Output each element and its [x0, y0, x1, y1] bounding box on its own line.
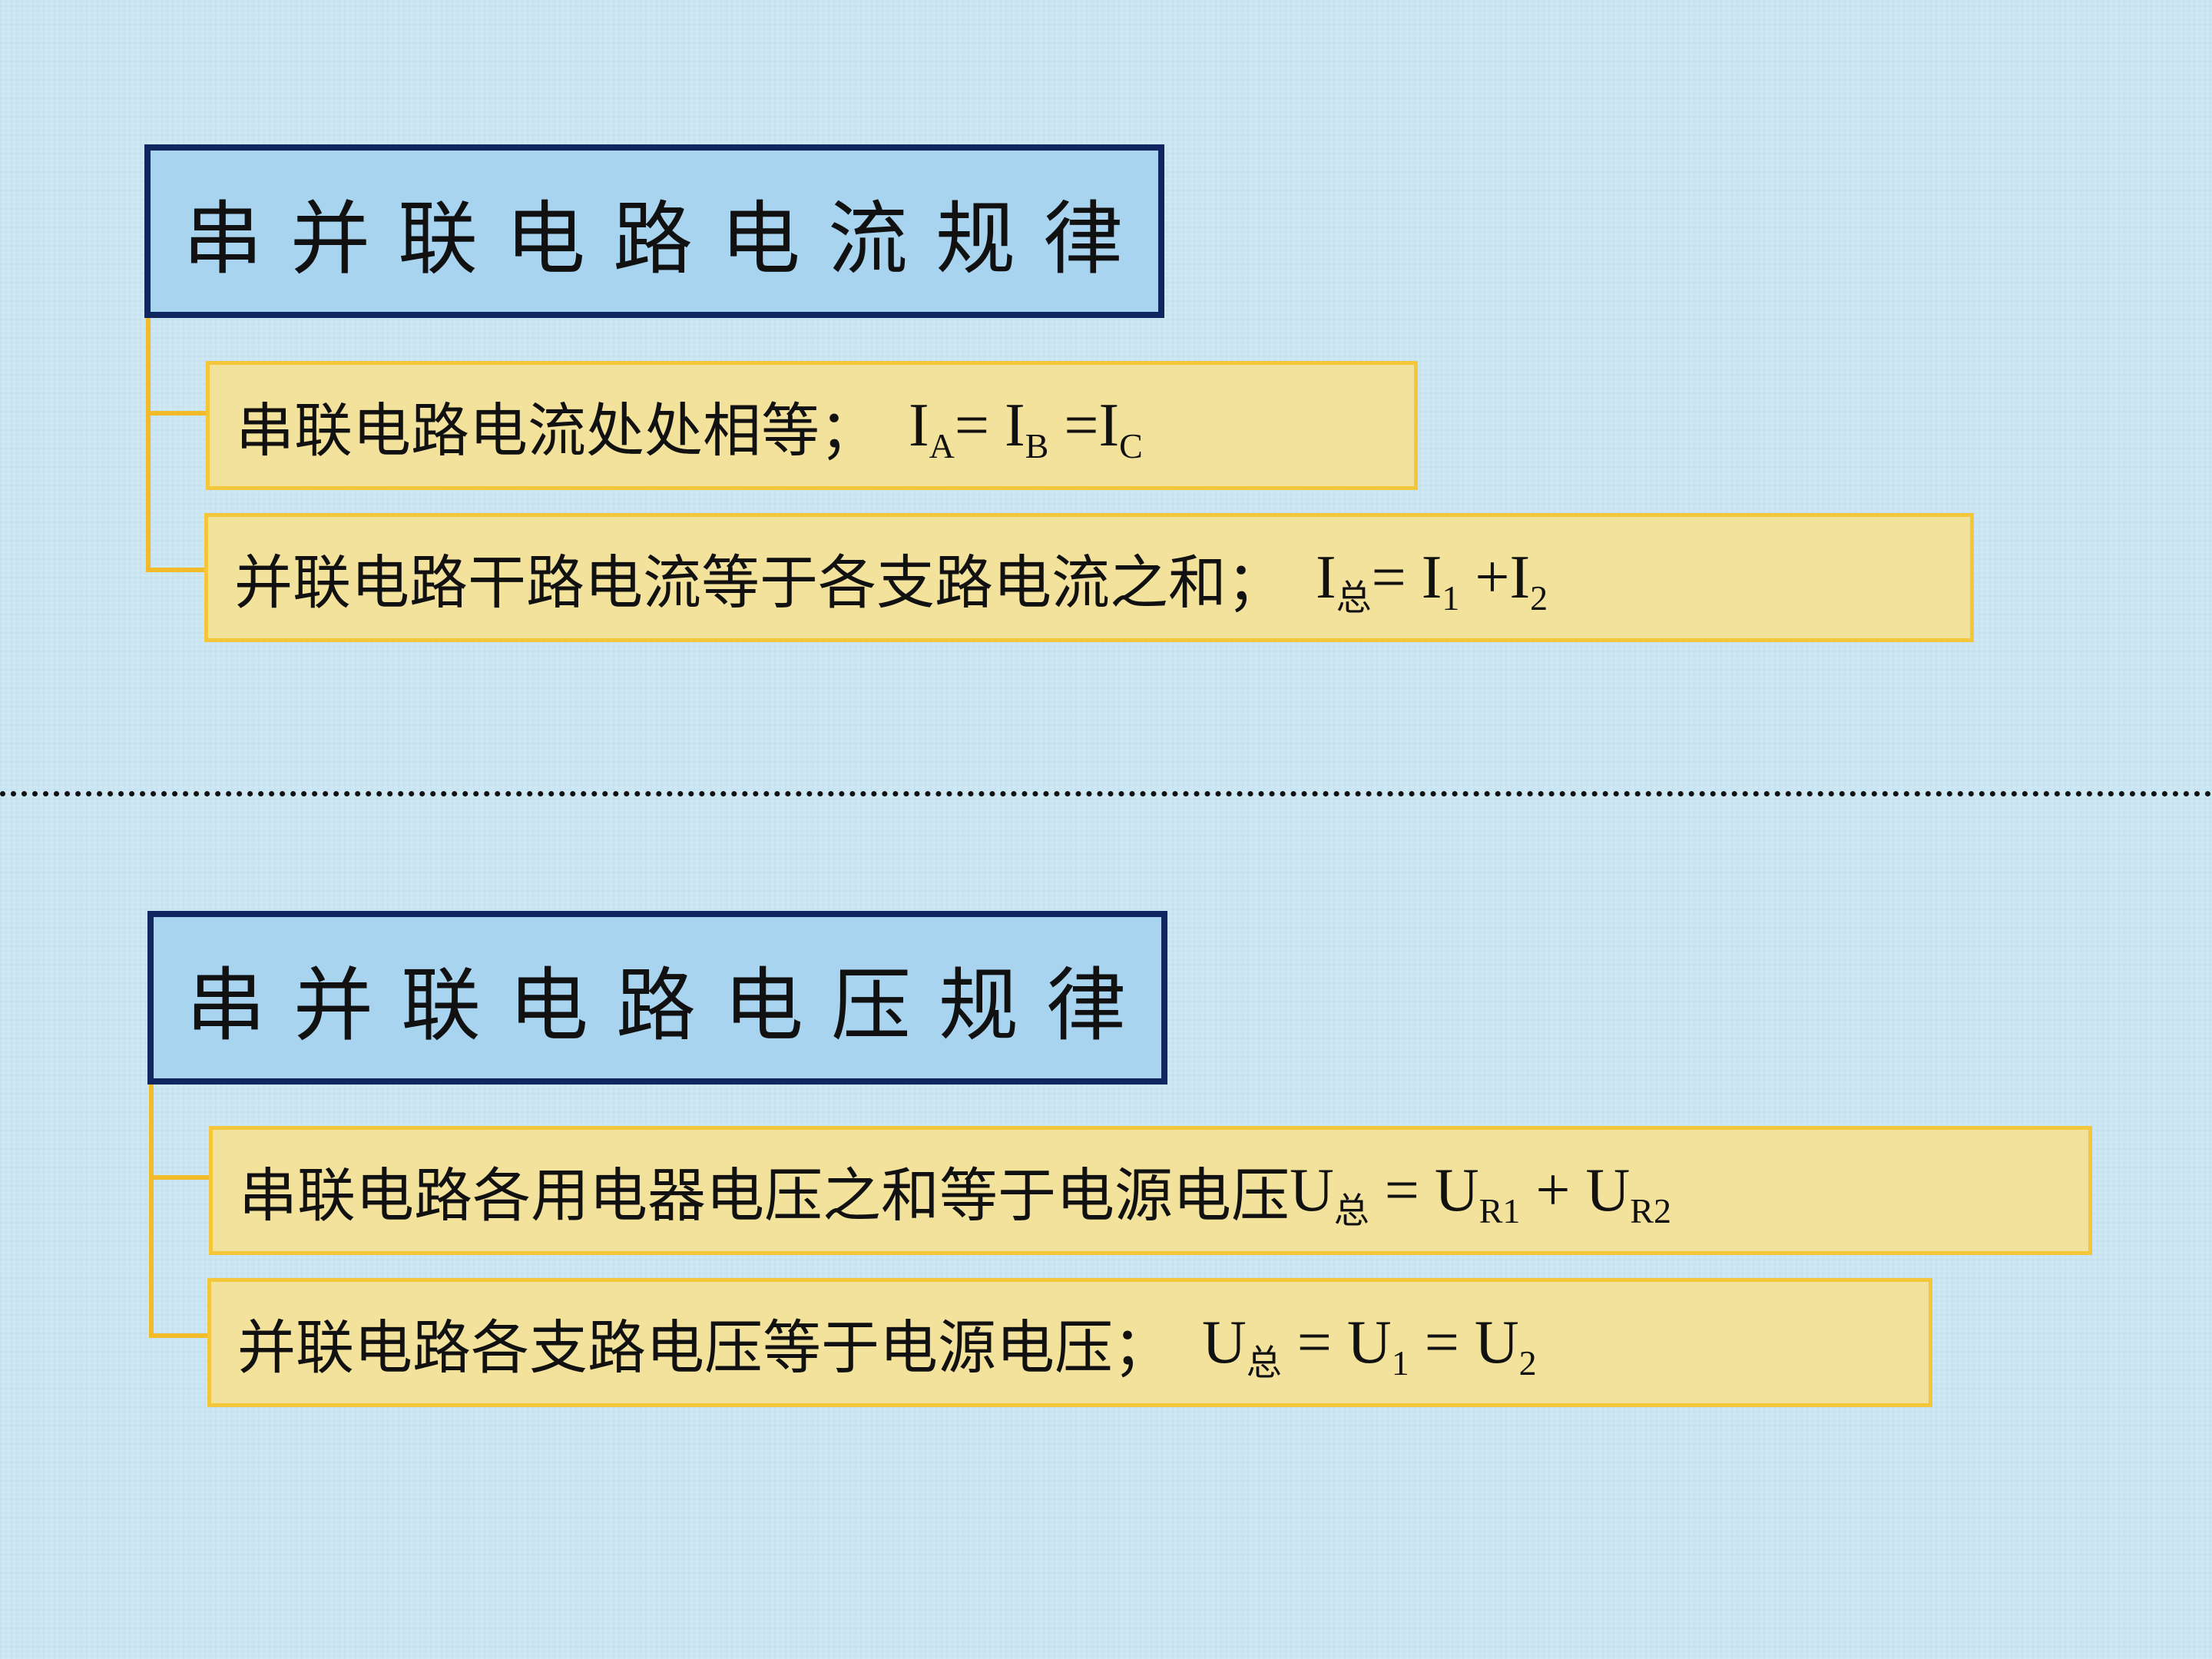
- formula-operator: =: [1371, 543, 1422, 611]
- current-section-title: 串并联电路电流规律: [144, 144, 1164, 318]
- voltage-parallel-rule: 并联电路各支路电压等于电源电压； U总 = U1 = U2: [207, 1278, 1932, 1407]
- voltage-title-text: 串并联电路电压规律: [186, 958, 1154, 1052]
- current-tree-connector: [146, 296, 207, 572]
- formula-subscript: 1: [1391, 1343, 1409, 1382]
- formula-subscript: R1: [1479, 1190, 1521, 1230]
- formula-symbol: I: [1316, 543, 1336, 611]
- formula-subscript: 总: [1336, 578, 1372, 618]
- voltage-series-text: 串联电路各用电器电压之和等于电源电压: [239, 1161, 1290, 1230]
- current-series-formula: IA= IB =IC: [909, 391, 1143, 464]
- formula-subscript: 总: [1246, 1343, 1282, 1382]
- voltage-parallel-formula: U总 = U1 = U2: [1202, 1308, 1537, 1381]
- section-divider: [0, 791, 2212, 796]
- formula-operator: +: [1520, 1156, 1586, 1224]
- formula-operator: =: [1281, 1308, 1347, 1376]
- current-parallel-text: 并联电路干路电流等于各支路电流之和；: [234, 548, 1285, 617]
- voltage-parallel-text: 并联电路各支路电压等于电源电压；: [237, 1313, 1171, 1382]
- formula-symbol: U: [1290, 1156, 1334, 1224]
- formula-subscript: C: [1119, 426, 1143, 465]
- formula-operator: +: [1459, 543, 1510, 611]
- formula-symbol: I: [1421, 543, 1442, 611]
- formula-subscript: 总: [1333, 1190, 1369, 1230]
- formula-symbol: I: [909, 391, 929, 459]
- voltage-series-formula: U总 = UR1 + UR2: [1290, 1156, 1671, 1229]
- formula-operator: =: [1409, 1308, 1475, 1376]
- formula-symbol: U: [1346, 1308, 1392, 1376]
- formula-symbol: I: [1098, 391, 1120, 459]
- formula-symbol: U: [1474, 1308, 1519, 1376]
- formula-operator: =: [954, 391, 1005, 459]
- current-parallel-rule: 并联电路干路电流等于各支路电流之和； I总= I1 +I2: [204, 513, 1974, 642]
- current-series-text: 串联电路电流处处相等；: [236, 396, 878, 465]
- formula-symbol: U: [1434, 1156, 1479, 1224]
- formula-operator: =: [1048, 391, 1099, 459]
- formula-subscript: B: [1025, 426, 1049, 465]
- formula-symbol: U: [1202, 1308, 1247, 1376]
- voltage-section-title: 串并联电路电压规律: [147, 911, 1167, 1084]
- formula-symbol: U: [1585, 1156, 1631, 1224]
- formula-subscript: 2: [1530, 578, 1548, 618]
- voltage-tree-connector: [149, 1060, 210, 1338]
- formula-subscript: 2: [1518, 1343, 1537, 1382]
- formula-subscript: 1: [1442, 578, 1460, 618]
- formula-subscript: R2: [1630, 1190, 1671, 1230]
- voltage-branch-series: [149, 1175, 210, 1180]
- current-branch-series: [146, 411, 207, 416]
- current-parallel-formula: I总= I1 +I2: [1316, 543, 1548, 616]
- formula-operator: =: [1369, 1156, 1435, 1224]
- voltage-series-rule: 串联电路各用电器电压之和等于电源电压 U总 = UR1 + UR2: [209, 1126, 2092, 1255]
- formula-symbol: I: [1005, 391, 1025, 459]
- current-series-rule: 串联电路电流处处相等； IA= IB =IC: [206, 361, 1418, 490]
- current-title-text: 串并联电路电流规律: [183, 191, 1151, 286]
- formula-subscript: A: [929, 426, 955, 465]
- formula-symbol: I: [1509, 543, 1531, 611]
